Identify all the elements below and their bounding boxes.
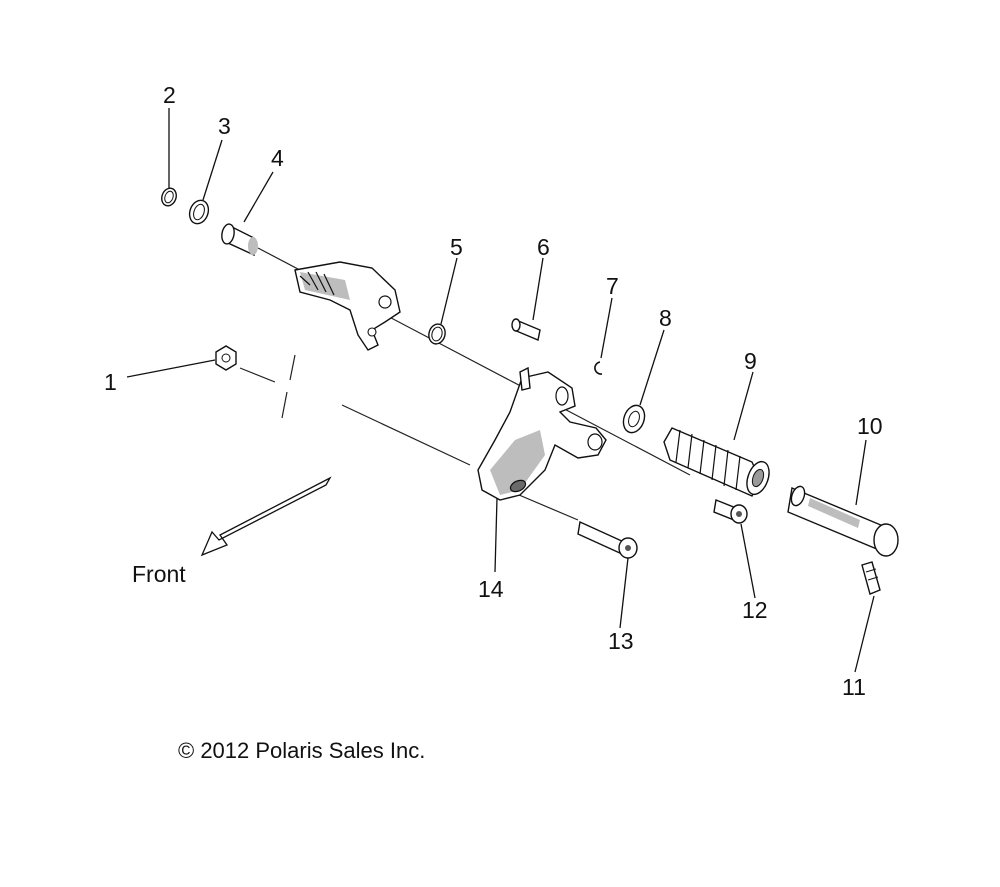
callout-1: 1 xyxy=(104,369,117,395)
callout-6: 6 xyxy=(537,234,550,260)
part-4-bushing xyxy=(221,223,258,257)
callout-7: 7 xyxy=(606,273,619,299)
callout-2: 2 xyxy=(163,82,176,108)
part-1-nut xyxy=(215,345,237,371)
part-2-snap-ring xyxy=(161,187,177,207)
part-8-washer xyxy=(622,404,646,434)
part-6-pin xyxy=(511,318,541,341)
front-label: Front xyxy=(132,561,186,587)
part-7-e-clip xyxy=(594,361,603,375)
callout-10: 10 xyxy=(857,413,883,439)
callout-3: 3 xyxy=(218,113,231,139)
leader-lines xyxy=(126,108,875,673)
part-14-shift-lever xyxy=(477,366,607,501)
callout-13: 13 xyxy=(608,628,634,654)
callout-11: 11 xyxy=(842,674,866,700)
copyright-notice: © 2012 Polaris Sales Inc. xyxy=(178,738,426,763)
part-11-cotter-pin xyxy=(861,561,881,595)
callout-14: 14 xyxy=(478,576,504,602)
callout-4: 4 xyxy=(271,145,284,171)
callout-labels: 1 2 3 4 5 6 7 8 9 10 11 12 13 14 xyxy=(104,82,883,700)
shift-arm-linkage xyxy=(294,261,401,351)
part-12-bolt xyxy=(713,499,748,524)
part-9-peg-rubber xyxy=(663,427,770,497)
callout-9: 9 xyxy=(744,348,757,374)
part-13-bolt xyxy=(577,520,638,559)
front-direction-arrow: Front xyxy=(132,476,332,587)
part-3-washer xyxy=(188,199,210,225)
part-10-clevis-pin xyxy=(787,485,899,557)
part-5-o-ring xyxy=(428,323,446,345)
callout-8: 8 xyxy=(659,305,672,331)
callout-5: 5 xyxy=(450,234,463,260)
callout-12: 12 xyxy=(742,597,768,623)
